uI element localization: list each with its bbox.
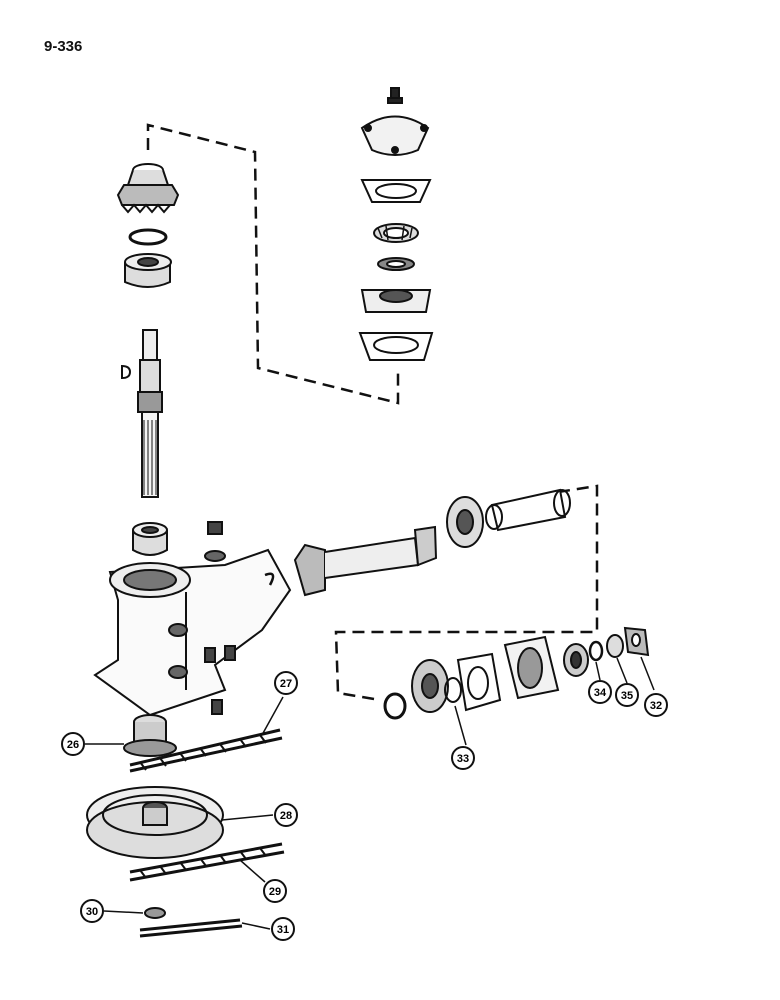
taper-bearing-upper [373,223,419,243]
svg-text:32: 32 [650,700,662,712]
drive-sprocket [123,714,177,757]
svg-text:30: 30 [86,906,98,918]
drive-chain-upper [129,728,283,773]
ball-bearing-lower [132,522,168,556]
small-sprocket [144,907,166,919]
svg-text:34: 34 [594,687,607,699]
svg-text:27: 27 [280,678,292,690]
pulley [86,786,224,859]
bearing-cup [377,257,415,271]
washer-35 [606,634,624,658]
bearing-retainer [503,635,560,700]
seal-right [563,643,589,677]
drive-chain-lower [129,842,285,882]
plate-32 [623,626,650,657]
bearing-right [411,659,449,713]
callout-27: 27 [274,671,298,695]
plug-upper [204,521,226,562]
svg-text:26: 26 [67,739,79,751]
vertical-shaft [121,329,163,498]
callout-33: 33 [451,746,475,770]
callout-29: 29 [263,879,287,903]
page-number: 9-336 [44,38,83,55]
washer-right [383,692,407,720]
bearing-cover [360,115,430,156]
gasket-upper [360,179,432,203]
callout-34: 34 [588,680,612,704]
callout-32: 32 [644,693,668,717]
grease-fitting [387,87,403,104]
callout-35: 35 [615,683,639,707]
washer-34 [588,640,604,662]
ball-bearing-shaft [446,496,484,548]
small-chain [139,918,243,938]
callout-leaders [85,656,655,930]
gasket-right [456,652,502,712]
bevel-gear-upper [116,163,180,214]
horizontal-shaft [293,525,438,597]
callout-31: 31 [271,917,295,941]
callout-26: 26 [61,732,85,756]
gearbox-housing [93,548,292,717]
snap-ring [128,228,168,246]
svg-text:35: 35 [621,690,633,702]
callout-28: 28 [274,803,298,827]
ball-bearing-upper [124,253,172,288]
dashed-alignment-lines [146,123,599,702]
svg-text:33: 33 [457,753,469,765]
callout-30: 30 [80,899,104,923]
gasket-lower [358,332,434,361]
spacer-tube [485,488,571,532]
bearing-housing [360,289,432,313]
svg-text:28: 28 [280,810,292,822]
svg-text:31: 31 [277,924,289,936]
svg-text:29: 29 [269,886,281,898]
oring-right [444,677,462,703]
